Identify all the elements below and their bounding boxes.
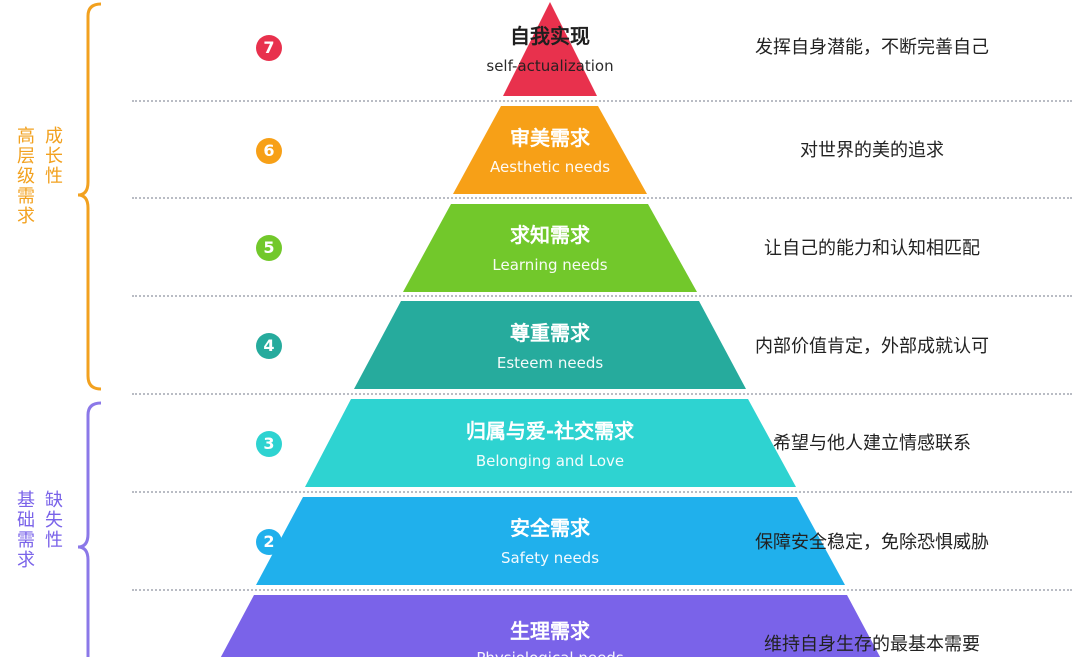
level-2-badge: 2 [256,529,282,555]
tier-5-title: 求知需求 [510,223,590,247]
tier-4-title: 尊重需求 [510,321,590,345]
tier-5-subtitle: Learning needs [492,256,608,274]
tier-6-shape [453,106,647,194]
level-7-description: 发挥自身潜能，不断完善自己 [755,37,989,58]
divider [132,491,1072,493]
tier-4-shape [354,301,746,389]
tier-1-title: 生理需求 [510,619,590,643]
deficit-needs-label: 缺失性 基础需求 [10,490,66,570]
tier-4-subtitle: Esteem needs [496,354,604,372]
level-4-description: 内部价值肯定，外部成就认可 [755,336,989,357]
level-3-description: 希望与他人建立情感联系 [773,433,971,454]
tier-1-shape [220,595,881,657]
growth-needs-label: 成长性 高层级需求 [10,126,66,226]
divider [132,393,1072,395]
divider [132,197,1072,199]
tier-6-title: 审美需求 [510,126,590,150]
tier-2-subtitle: Safety needs [500,549,600,567]
tier-1-subtitle: Physiological needs [476,649,624,667]
level-3-badge: 3 [256,431,282,457]
growth-label-col2: 成长性 [42,126,63,186]
level-5-description: 让自己的能力和认知相匹配 [764,238,980,259]
tier-5-shape [403,204,697,292]
tier-2-title: 安全需求 [510,516,590,540]
level-5-badge: 5 [256,235,282,261]
tier-2-shape [256,497,845,585]
level-6-description: 对世界的美的追求 [800,140,944,161]
level-2-description: 保障安全稳定，免除恐惧威胁 [755,532,989,553]
tier-3-shape [305,399,796,487]
growth-label-col1: 高层级需求 [14,126,35,226]
growth-bracket [77,2,102,391]
divider [132,295,1072,297]
level-4-badge: 4 [256,333,282,359]
level-7-badge: 7 [256,35,282,61]
deficit-bracket [77,401,102,657]
tier-7-shape [503,2,597,96]
divider [132,589,1072,591]
divider [132,100,1072,102]
tier-7-title: 自我实现 [510,24,590,48]
tier-3-subtitle: Belonging and Love [475,452,625,470]
tier-3-title: 归属与爱-社交需求 [465,419,635,443]
tier-6-subtitle: Aesthetic needs [489,158,611,176]
tier-7-subtitle: self-actualization [486,57,614,75]
deficit-label-col1: 基础需求 [14,490,35,570]
deficit-label-col2: 缺失性 [42,490,63,550]
level-6-badge: 6 [256,138,282,164]
level-1-description: 维持自身生存的最基本需要 [764,634,980,655]
